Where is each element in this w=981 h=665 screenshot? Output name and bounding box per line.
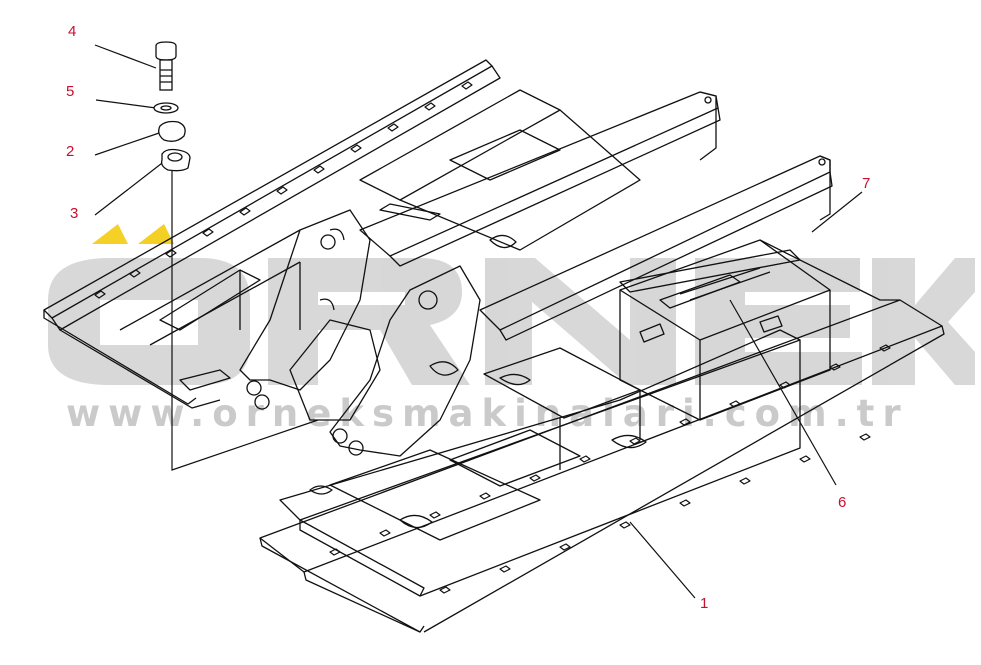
callout-1: 1: [700, 595, 709, 612]
callout-5: 5: [66, 83, 75, 100]
callout-7: 7: [862, 175, 871, 192]
watermark-url: www.orneksmakinalari.com.tr: [66, 392, 909, 435]
callout-6: 6: [838, 494, 847, 511]
callout-2: 2: [66, 143, 75, 160]
callout-4: 4: [68, 23, 77, 40]
callout-3: 3: [70, 205, 79, 222]
fastener-hardware: [153, 41, 191, 172]
